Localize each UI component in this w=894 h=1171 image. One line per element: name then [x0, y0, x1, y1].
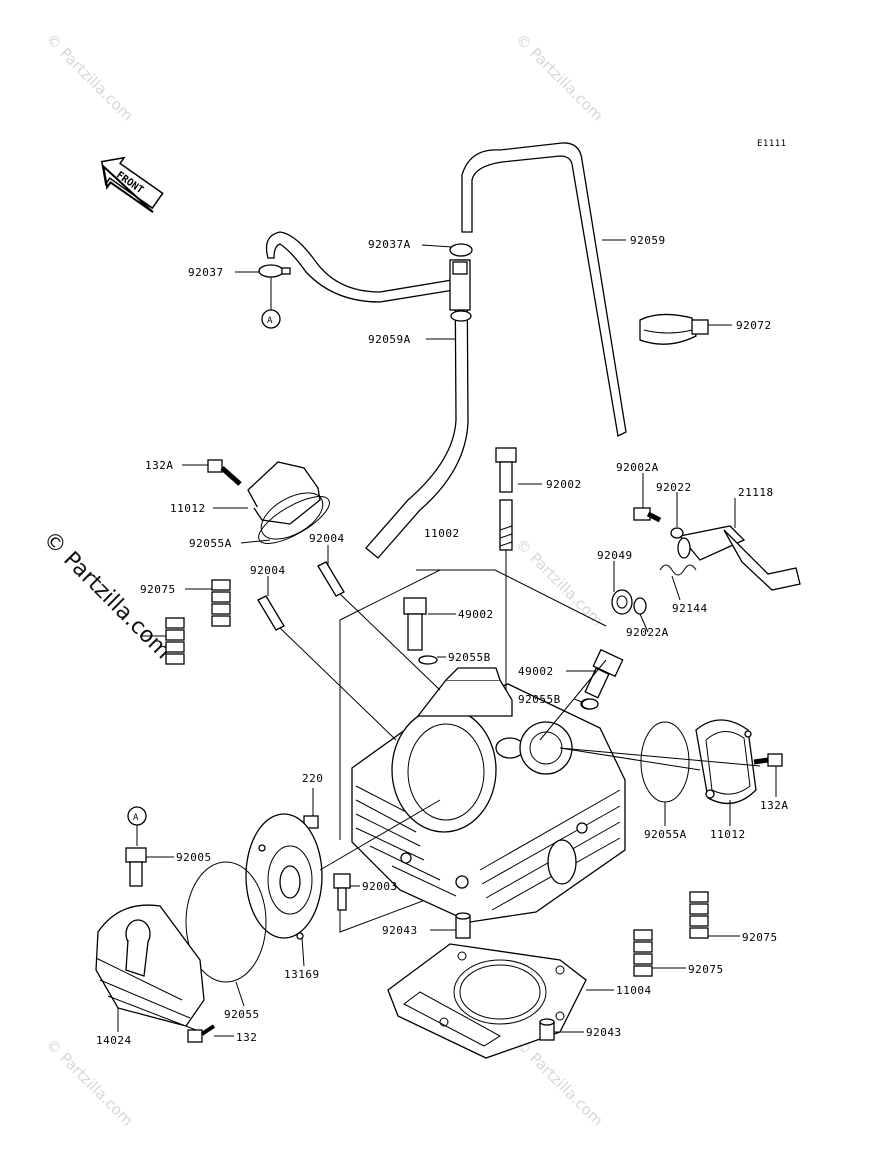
shim-stack-92075-left-b [165, 617, 185, 665]
bolt-92002 [495, 447, 517, 690]
ref-a-marker-bottom: A [127, 806, 147, 846]
label-92043-a: 92043 [382, 924, 418, 937]
label-92004-a: 92004 [309, 532, 345, 545]
cylinder-head-11002 [351, 667, 626, 923]
label-92037A: 92037A [368, 238, 411, 251]
washer-92022A [633, 597, 647, 615]
part-number-labels: 92059 92037A 92037 92059A 92072 132A 110… [96, 234, 789, 1047]
label-92072: 92072 [736, 319, 772, 332]
bolt-92002A [633, 507, 662, 523]
label-92022A: 92022A [626, 626, 669, 639]
label-92002A: 92002A [616, 461, 659, 474]
label-92055: 92055 [224, 1008, 260, 1021]
valve-cap-11012-right [695, 719, 757, 805]
ref-a-label: A [133, 813, 139, 823]
clamp-92037 [258, 264, 291, 278]
watermark-text: © Partzilla.com [512, 535, 607, 630]
label-92055A-top: 92055A [189, 537, 232, 550]
label-92059A: 92059A [368, 333, 411, 346]
label-11004: 11004 [616, 984, 652, 997]
o-ring-92055 [185, 861, 267, 983]
dowel-92043-b [539, 1018, 555, 1041]
spring-92144 [659, 564, 697, 576]
watermark-text: © Partzilla.com [42, 1035, 137, 1130]
label-92002: 92002 [546, 478, 582, 491]
hose-clamp-band-92072 [639, 313, 709, 345]
label-92059: 92059 [630, 234, 666, 247]
watermark-text: © Partzilla.com [512, 1035, 607, 1130]
gasket-11004 [387, 943, 587, 1059]
shim-stack-92075-right-b [633, 929, 653, 977]
ref-a-marker-top: A [261, 277, 281, 329]
label-92055A-right: 92055A [644, 828, 687, 841]
hose-joint [449, 243, 473, 322]
bolt-132A-right [753, 753, 783, 767]
o-ring-92055A-top [258, 496, 330, 544]
label-92004-b: 92004 [250, 564, 286, 577]
fitting-92005 [125, 847, 147, 887]
ref-a-label: A [267, 316, 273, 326]
leader-lines [117, 239, 777, 1037]
label-14024: 14024 [96, 1034, 132, 1047]
label-49002-a: 49002 [458, 608, 494, 621]
bolt-132A-top [207, 459, 242, 486]
label-92003: 92003 [362, 880, 398, 893]
bolt-132 [187, 1024, 216, 1043]
label-92037: 92037 [188, 266, 224, 279]
o-ring-92055B-a [418, 655, 438, 665]
watermark-text: © Partzilla.com [42, 30, 137, 125]
label-11012-right: 11012 [710, 828, 746, 841]
label-92022: 92022 [656, 481, 692, 494]
label-92049: 92049 [597, 549, 633, 562]
label-92144: 92144 [672, 602, 708, 615]
breather-hose-92059 [461, 142, 627, 437]
label-132A-right: 132A [760, 799, 789, 812]
bolt-92003 [333, 873, 351, 911]
label-92075-top: 92075 [140, 583, 176, 596]
label-92005: 92005 [176, 851, 212, 864]
fitting-49002-a [403, 597, 436, 665]
lever-21118 [677, 525, 801, 591]
label-132: 132 [236, 1031, 257, 1044]
label-92075-right-2: 92075 [688, 963, 724, 976]
label-49002-b: 49002 [518, 665, 554, 678]
breather-hose-92059A [365, 259, 469, 559]
seal-92049 [611, 589, 633, 615]
label-92055B-a: 92055B [448, 651, 491, 664]
shim-stack-92075-left-a [211, 579, 231, 627]
dowel-92043-a [455, 912, 471, 939]
label-92055B-b: 92055B [518, 693, 561, 706]
stud-92004-b [257, 595, 397, 741]
label-21118: 21118 [738, 486, 774, 499]
label-13169: 13169 [284, 968, 320, 981]
o-ring-92055B-b [581, 698, 599, 710]
diagram-code: E1111 [757, 139, 787, 149]
front-arrow-icon: FRONT [100, 156, 164, 214]
stud-92004-a [317, 561, 441, 691]
label-220: 220 [302, 772, 323, 785]
washer-92022 [670, 527, 684, 539]
label-11002: 11002 [424, 527, 460, 540]
label-92043-b: 92043 [586, 1026, 622, 1039]
cover-14024 [95, 904, 205, 1031]
label-132A-top: 132A [145, 459, 174, 472]
shim-stack-92075-right-a [689, 891, 709, 939]
watermark-text: © Partzilla.com [512, 30, 607, 125]
label-92075-right-1: 92075 [742, 931, 778, 944]
label-11012-top: 11012 [170, 502, 206, 515]
breather-hose-92037 [265, 231, 455, 303]
